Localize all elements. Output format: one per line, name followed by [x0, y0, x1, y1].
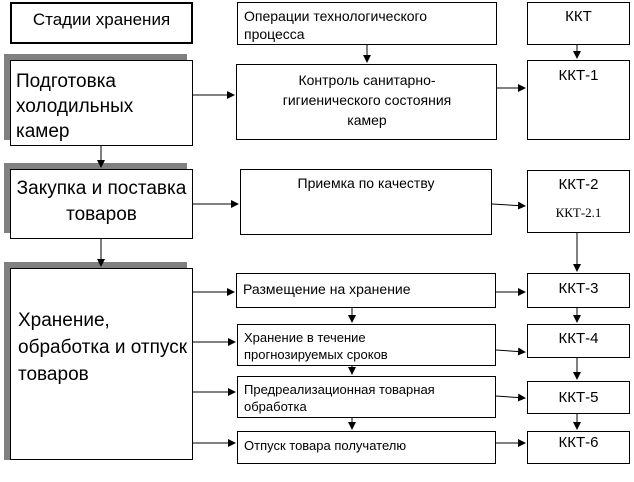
- operation-2-box: Приемка по качеству: [240, 169, 492, 235]
- stage-2-box: Закупка и поставка товаров: [10, 169, 193, 239]
- operation-5-box: Предреализационная товарная обработка: [237, 376, 496, 418]
- arrow-op4-ccp4: [495, 347, 526, 356]
- operation-1-label: Контроль санитарно-гигиенического состоя…: [282, 72, 452, 128]
- ccp-1-box: ККТ-1: [527, 60, 630, 140]
- ccp-3-box: ККТ-3: [527, 273, 630, 308]
- operation-3-label: Размещение на хранение: [243, 281, 411, 297]
- arrow-op2-ccp2: [491, 201, 526, 210]
- operation-6-label: Отпуск товара получателю: [244, 438, 407, 453]
- ccp-6-label: ККТ-6: [558, 434, 599, 451]
- ccp-4-label: ККТ-4: [558, 330, 599, 347]
- operation-3-box: Размещение на хранение: [236, 273, 496, 308]
- operation-1-box: Контроль санитарно-гигиенического состоя…: [236, 64, 497, 140]
- ccp-3-label: ККТ-3: [558, 280, 599, 297]
- header-stages-label: Стадии хранения: [32, 10, 171, 29]
- stage-3-box: Хранение, обработка и отпуск товаров: [10, 268, 193, 460]
- operation-2-label: Приемка по качеству: [297, 175, 435, 191]
- ccp-2-box: ККТ-2 ККТ-2.1: [527, 170, 630, 233]
- ccp-2-1-label: ККТ-2.1: [555, 205, 602, 220]
- ccp-5-label: ККТ-5: [558, 389, 599, 406]
- ccp-6-box: ККТ-6: [527, 431, 630, 464]
- operation-6-box: Отпуск товара получателю: [237, 431, 496, 464]
- header-operations-label: Операции технологического процесса: [244, 8, 428, 42]
- header-ccp: ККТ: [527, 2, 630, 45]
- arrow-op5-ccp5: [495, 393, 526, 402]
- stage-3-label: Хранение, обработка и отпуск товаров: [18, 310, 188, 385]
- stage-2-label: Закупка и поставка товаров: [16, 178, 187, 225]
- operation-4-box: Хранение в течение прогнозируемых сроков: [237, 324, 496, 366]
- operation-5-label: Предреализационная товарная обработка: [244, 382, 435, 414]
- header-operations: Операции технологического процесса: [237, 2, 497, 45]
- ccp-2-label: ККТ-2: [558, 176, 599, 193]
- ccp-5-box: ККТ-5: [527, 381, 630, 414]
- operation-4-label: Хранение в течение прогнозируемых сроков: [244, 330, 388, 362]
- ccp-1-label: ККТ-1: [558, 67, 599, 84]
- stage-1-label: Подготовка холодильных камер: [16, 71, 134, 142]
- ccp-4-box: ККТ-4: [527, 324, 630, 358]
- header-stages: Стадии хранения: [10, 2, 193, 44]
- header-ccp-label: ККТ: [565, 8, 592, 25]
- stage-1-box: Подготовка холодильных камер: [10, 60, 193, 146]
